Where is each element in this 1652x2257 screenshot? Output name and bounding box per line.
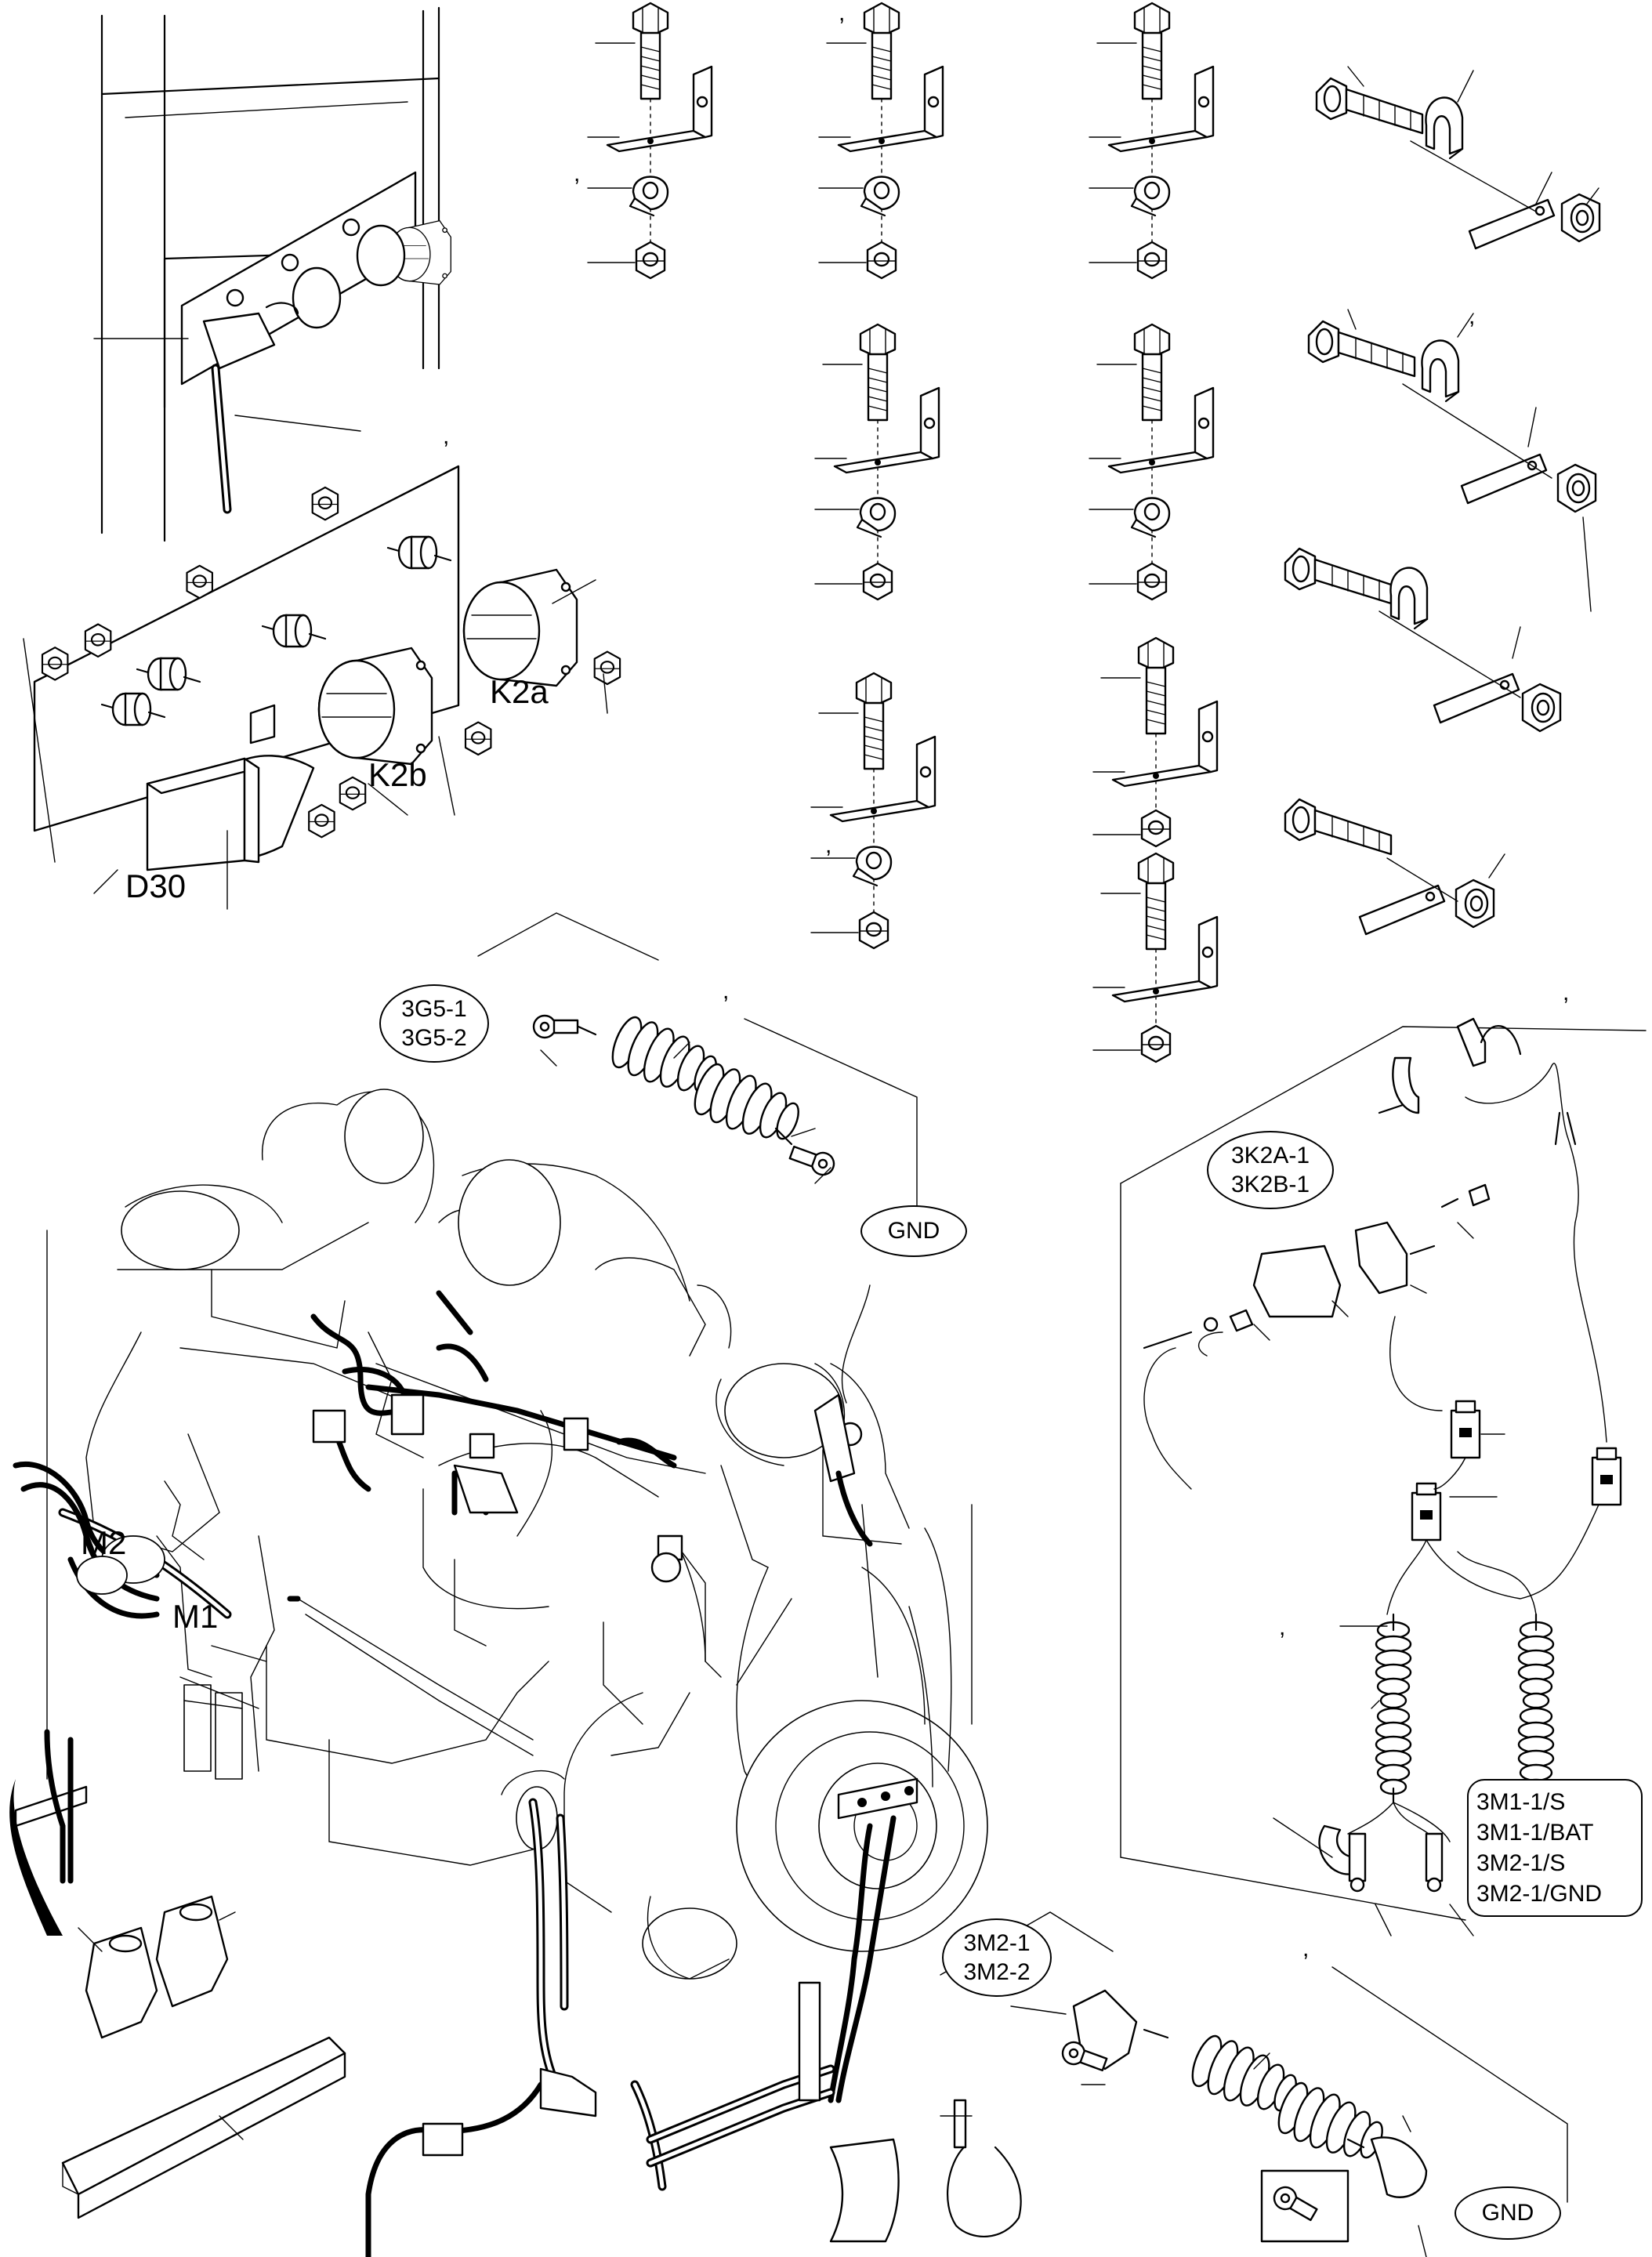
tick-mark: , xyxy=(574,161,581,187)
g5-callout-line-1: 3G5-1 xyxy=(401,995,467,1022)
tick-mark: , xyxy=(1279,1614,1286,1640)
engine-harness xyxy=(9,1230,918,2257)
k2-callout-line-2: 3K2B-1 xyxy=(1230,1172,1310,1197)
tick-mark: , xyxy=(723,978,730,1004)
gnd-callout-bottom-text: GND xyxy=(1481,2200,1534,2226)
bottom-middle-parts xyxy=(829,2099,1022,2243)
m2-callout-line-1: 3M2-1 xyxy=(963,1929,1031,1956)
g5-callout-line-2: 3G5-2 xyxy=(401,1025,467,1051)
bolt-stacks xyxy=(588,3,1217,1062)
m2-harness xyxy=(940,1911,1568,2257)
d30-label: D30 xyxy=(125,868,187,904)
relay-panel-exploded xyxy=(23,465,621,910)
tick-mark: , xyxy=(1563,980,1570,1005)
tick-mark: , xyxy=(1302,1936,1310,1962)
m2-callout-line-2: 3M2-2 xyxy=(963,1959,1031,1985)
k2-callout: 3K2A-1 3K2B-1 xyxy=(1207,1131,1334,1209)
gnd-callout-top-text: GND xyxy=(887,1218,940,1244)
bottom-left-parts xyxy=(61,1895,346,2219)
g5-harness xyxy=(477,912,918,1212)
tick-mark: , xyxy=(1469,303,1476,329)
k2-callout-line-1: 3K2A-1 xyxy=(1230,1142,1310,1168)
tick-mark: , xyxy=(825,832,832,858)
m1-label: M1 xyxy=(172,1598,219,1635)
side-bolt-assemblies xyxy=(1284,66,1601,936)
k2-harness-box xyxy=(1120,1017,1647,1936)
tick-mark: , xyxy=(839,0,846,26)
gnd-callout-bottom: GND xyxy=(1455,2186,1561,2240)
m-connection-2: 3M1-1/BAT xyxy=(1476,1820,1594,1846)
gnd-callout-top: GND xyxy=(860,1205,967,1257)
cable-drop xyxy=(211,364,361,514)
k2a-label: K2a xyxy=(490,673,549,710)
m-connection-1: 3M1-1/S xyxy=(1476,1789,1566,1815)
m2-callout: 3M2-1 3M2-2 xyxy=(942,1918,1052,1997)
k2b-label: K2b xyxy=(368,756,427,793)
g5-callout: 3G5-1 3G5-2 xyxy=(379,984,489,1063)
m-connections-callout: 3M1-1/S 3M1-1/BAT 3M2-1/S 3M2-1/GND xyxy=(1467,1779,1643,1917)
m-connection-4: 3M2-1/GND xyxy=(1476,1881,1603,1907)
m2-label: M2 xyxy=(81,1524,127,1561)
mounting-plate xyxy=(93,171,451,386)
tick-mark: , xyxy=(443,423,450,449)
m-connection-3: 3M2-1/S xyxy=(1476,1850,1566,1876)
d30-leader xyxy=(93,869,118,894)
